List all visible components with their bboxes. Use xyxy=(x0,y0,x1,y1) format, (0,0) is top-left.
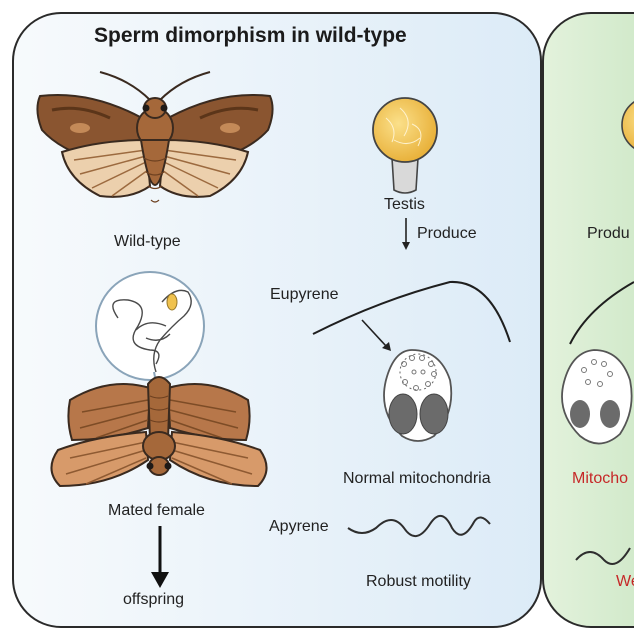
wild-type-moth-icon xyxy=(36,71,274,203)
right-apyrene-wave xyxy=(575,547,631,565)
normal-mitochondria-cell-icon xyxy=(383,349,453,442)
right-mitochondria-cell-icon xyxy=(561,349,633,445)
normal-mitochondria-label: Normal mitochondria xyxy=(343,470,491,487)
eupyrene-label: Eupyrene xyxy=(270,286,339,303)
reproductive-tract-zoom xyxy=(95,271,205,381)
right-testis-icon xyxy=(621,101,634,149)
wild-type-label: Wild-type xyxy=(114,233,181,250)
mated-female-moth-icon xyxy=(50,271,268,488)
right-motility-label: We xyxy=(616,573,634,590)
apyrene-label: Apyrene xyxy=(269,518,329,535)
testis-icon xyxy=(372,97,438,194)
robust-motility-label: Robust motility xyxy=(366,573,471,590)
offspring-label: offspring xyxy=(123,591,185,608)
produce-label: Produce xyxy=(417,225,477,242)
eupyrene-sperm-curve xyxy=(312,280,511,343)
mated-female-label: Mated female xyxy=(108,502,205,519)
offspring-arrow xyxy=(151,526,169,588)
produce-arrow xyxy=(402,218,410,250)
diagram-title: Sperm dimorphism in wild-type xyxy=(94,24,407,47)
right-panel xyxy=(542,12,634,628)
eupyrene-zoom-arrow xyxy=(361,319,391,351)
right-produce-label: Produ xyxy=(587,225,630,242)
testis-label: Testis xyxy=(384,196,425,213)
right-mitochondria-label: Mitocho xyxy=(572,470,629,487)
right-eupyrene-curve xyxy=(569,281,634,345)
apyrene-sperm-wave xyxy=(347,515,491,537)
